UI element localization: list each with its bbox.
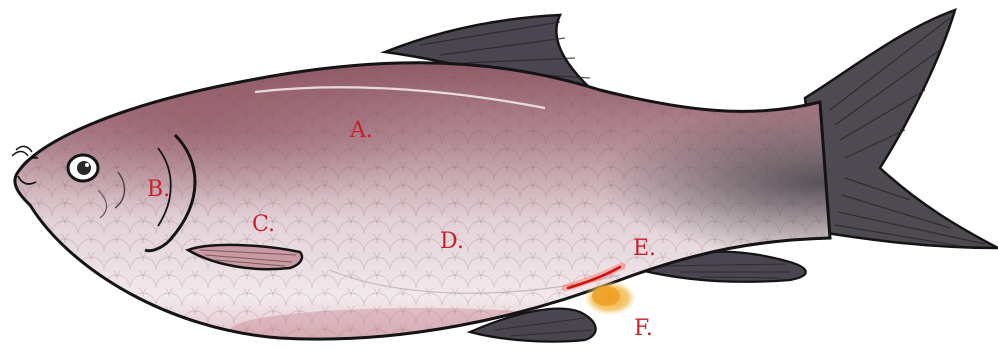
eye-icon (68, 155, 98, 181)
label-b: B. (147, 179, 170, 201)
label-a: A. (350, 120, 373, 142)
label-d: D. (440, 231, 464, 253)
label-e: E. (633, 238, 656, 260)
tail-fin (805, 10, 998, 248)
label-f: F. (634, 318, 653, 340)
label-c: C. (252, 214, 275, 236)
growth-spot (584, 281, 636, 315)
